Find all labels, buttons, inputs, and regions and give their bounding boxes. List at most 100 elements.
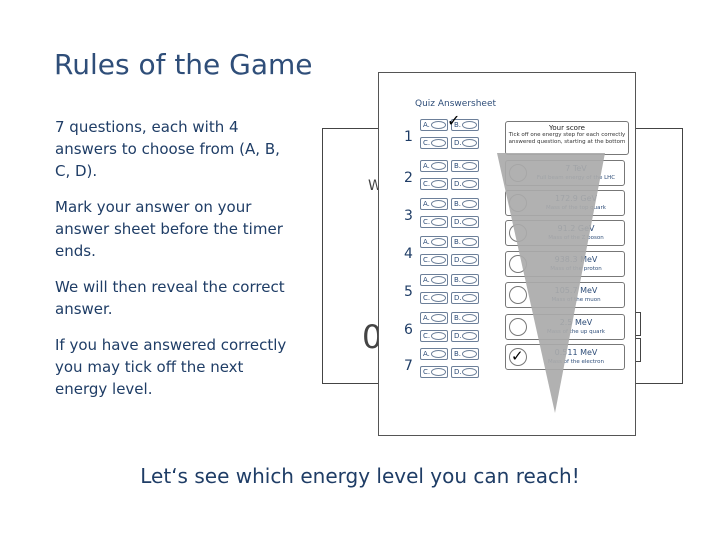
tick-circle-icon[interactable] xyxy=(509,194,527,212)
answer-option-box[interactable]: C. xyxy=(420,178,448,190)
tick-circle-icon[interactable] xyxy=(509,318,527,336)
answer-option-box[interactable]: B. xyxy=(451,348,479,360)
answer-option-box[interactable]: B. xyxy=(451,198,479,210)
energy-value: 938.3 MeV xyxy=(554,255,598,264)
answer-bubble-icon[interactable] xyxy=(431,314,446,322)
answer-bubble-icon[interactable] xyxy=(462,294,477,302)
answer-bubble-icon[interactable] xyxy=(462,332,477,340)
answer-bubble-icon[interactable] xyxy=(462,121,477,129)
energy-level[interactable]: ✓ 0.511 MeV Mass of the electron xyxy=(505,344,625,370)
answer-option-label: B. xyxy=(454,238,462,246)
answer-bubble-icon[interactable] xyxy=(431,200,446,208)
answer-option-box[interactable]: A. xyxy=(420,236,448,248)
answer-option-box[interactable]: B. xyxy=(451,274,479,286)
answer-option-box[interactable]: C. xyxy=(420,137,448,149)
tick-circle-icon[interactable] xyxy=(509,164,527,182)
answer-option-box[interactable]: C. xyxy=(420,254,448,266)
answer-option-label: C. xyxy=(423,332,431,340)
question-number: 5 xyxy=(404,284,413,300)
answer-bubble-icon[interactable] xyxy=(462,368,477,376)
answer-option-box[interactable]: D. xyxy=(451,254,479,266)
answer-option-box[interactable]: D. xyxy=(451,137,479,149)
answer-option-box[interactable]: C. xyxy=(420,216,448,228)
answer-bubble-icon[interactable] xyxy=(462,256,477,264)
rule-1: 7 questions, each with 4 answers to choo… xyxy=(55,118,280,180)
answer-sheet-title: Quiz Answersheet xyxy=(415,99,497,109)
energy-description: Mass of the electron xyxy=(548,359,604,365)
answer-bubble-icon[interactable] xyxy=(462,314,477,322)
question-number: 3 xyxy=(404,208,413,224)
energy-value: 0.511 MeV xyxy=(554,348,598,357)
answer-option-box[interactable]: A. xyxy=(420,348,448,360)
answer-option-label: D. xyxy=(454,256,462,264)
answer-bubble-icon[interactable] xyxy=(462,218,477,226)
answer-option-box[interactable]: A. xyxy=(420,160,448,172)
energy-description: Mass of the Z boson xyxy=(548,235,604,241)
answer-option-box[interactable]: B. xyxy=(451,236,479,248)
rule-3: We will then reveal the correct answer. xyxy=(55,278,285,318)
answer-option-box[interactable]: D. xyxy=(451,216,479,228)
answer-option-box[interactable]: B. xyxy=(451,160,479,172)
answer-bubble-icon[interactable] xyxy=(462,200,477,208)
answer-bubble-icon[interactable] xyxy=(431,294,446,302)
energy-value: 105.7 MeV xyxy=(554,286,598,295)
answer-bubble-icon[interactable] xyxy=(462,180,477,188)
question-number: 1 xyxy=(404,129,413,145)
answer-bubble-icon[interactable] xyxy=(431,368,446,376)
answer-option-label: C. xyxy=(423,180,431,188)
question-number: 2 xyxy=(404,170,413,186)
answer-bubble-icon[interactable] xyxy=(431,256,446,264)
check-mark-icon: ✓ xyxy=(511,347,524,365)
answer-bubble-icon[interactable] xyxy=(431,121,446,129)
answer-option-label: A. xyxy=(423,238,430,246)
score-heading: Your score xyxy=(549,124,585,132)
rule-4: If you have answered correctly you may t… xyxy=(55,336,287,398)
answer-option-box[interactable]: B. xyxy=(451,312,479,324)
answer-bubble-icon[interactable] xyxy=(431,332,446,340)
answer-option-label: A. xyxy=(423,162,430,170)
tick-circle-icon[interactable] xyxy=(509,224,527,242)
answer-option-label: D. xyxy=(454,332,462,340)
answer-option-label: B. xyxy=(454,350,462,358)
answer-option-box[interactable]: C. xyxy=(420,330,448,342)
answer-bubble-icon[interactable] xyxy=(462,238,477,246)
answer-option-box[interactable]: D. xyxy=(451,292,479,304)
answer-bubble-icon[interactable] xyxy=(431,162,446,170)
answer-option-box[interactable]: D. xyxy=(451,366,479,378)
answer-bubble-icon[interactable] xyxy=(431,276,446,284)
answer-bubble-icon[interactable] xyxy=(462,350,477,358)
answer-option-box[interactable]: D. xyxy=(451,178,479,190)
answer-option-box[interactable]: A. xyxy=(420,198,448,210)
answer-bubble-icon[interactable] xyxy=(462,139,477,147)
answer-option-label: A. xyxy=(423,121,430,129)
energy-value: 91.2 GeV xyxy=(557,224,595,233)
energy-level[interactable]: 91.2 GeV Mass of the Z boson xyxy=(505,220,625,246)
answer-bubble-icon[interactable] xyxy=(462,276,477,284)
tick-circle-icon[interactable] xyxy=(509,255,527,273)
answer-option-box[interactable]: C. xyxy=(420,366,448,378)
answer-bubble-icon[interactable] xyxy=(431,218,446,226)
check-mark-icon: ✓ xyxy=(447,111,461,130)
tick-circle-icon[interactable] xyxy=(509,286,527,304)
score-header: Your score Tick off one energy step for … xyxy=(505,121,629,155)
background-digit: 0 xyxy=(362,318,383,356)
answer-option-box[interactable]: A. xyxy=(420,119,448,131)
answer-option-box[interactable]: A. xyxy=(420,274,448,286)
answer-option-box[interactable]: D. xyxy=(451,330,479,342)
answer-bubble-icon[interactable] xyxy=(462,162,477,170)
answer-bubble-icon[interactable] xyxy=(431,238,446,246)
answer-option-box[interactable]: A. xyxy=(420,312,448,324)
answer-bubble-icon[interactable] xyxy=(431,350,446,358)
frame-right xyxy=(636,128,683,384)
answer-bubble-icon[interactable] xyxy=(431,139,446,147)
energy-level[interactable]: 105.7 MeV Mass of the muon xyxy=(505,282,625,308)
energy-description: Mass of the muon xyxy=(551,297,601,303)
answer-option-box[interactable]: C. xyxy=(420,292,448,304)
answer-bubble-icon[interactable] xyxy=(431,180,446,188)
answer-option-box[interactable]: B. xyxy=(451,119,479,131)
rules-text: 7 questions, each with 4 answers to choo… xyxy=(55,116,295,414)
